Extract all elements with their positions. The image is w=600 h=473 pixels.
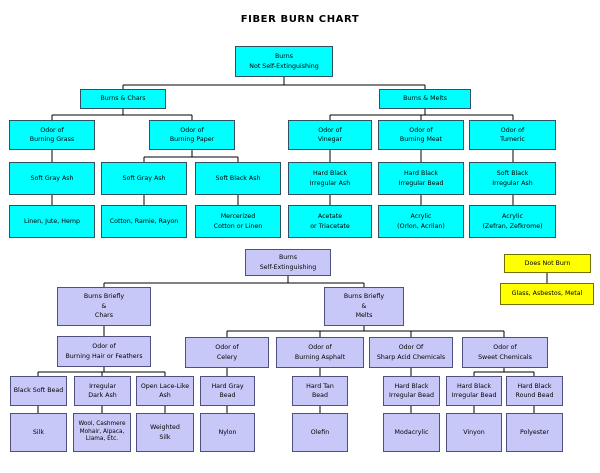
burns-melts-node: Burns & Melts [379, 89, 471, 109]
node-label: Irregular Dark Ash [88, 382, 117, 399]
node-label: Open Lace-Like Ash [140, 382, 190, 399]
node-label: Nylon [218, 428, 237, 436]
node-label: Odor of Sweet Chemicals [478, 344, 532, 361]
node-label: Soft Gray Ash [30, 174, 74, 182]
burns-self-extinguishing-node: Burns Self-Extinguishing [245, 249, 331, 276]
odor-sharp-acid-node: Odor Of Sharp Acid Chemicals [369, 337, 453, 368]
node-label: Acrylic (Orlon, Acrilan) [397, 213, 445, 230]
burns-briefly-chars-node: Burns Briefly & Chars [57, 287, 151, 326]
node-label: Soft Black Ash [215, 174, 261, 182]
fiber-modacrylic: Modacrylic [383, 413, 440, 452]
fiber-silk: Silk [10, 413, 67, 452]
chart-title: FIBER BURN CHART [240, 14, 360, 25]
odor-burning-asphalt-node: Odor of Burning Asphalt [276, 337, 364, 368]
burns-briefly-melts-node: Burns Briefly & Melts [324, 287, 404, 326]
odor-burning-hair-node: Odor of Burning Hair or Feathers [57, 336, 151, 367]
node-label: Acrylic (Zefran, Zefkrome) [482, 213, 543, 230]
node-label: Burns Self-Extinguishing [259, 254, 317, 271]
node-label: Burns & Chars [100, 95, 146, 103]
fiber-acrylic-zefran-zefkrome: Acrylic (Zefran, Zefkrome) [469, 205, 556, 238]
node-label: Mercerized Cotton or Linen [213, 213, 263, 230]
fiber-vinyon: Vinyon [446, 413, 502, 452]
node-label: Linen, Jute, Hemp [23, 217, 81, 225]
node-label: Wool, Cashmere Mohair, Alpaca, Llama, Et… [78, 420, 126, 443]
hard-black-irregular-bead-sweet-node: Hard Black Irregular Bead [446, 376, 502, 406]
fiber-glass-asbestos-metal: Glass, Asbestos, Metal [500, 283, 594, 305]
odor-sweet-chemicals-node: Odor of Sweet Chemicals [462, 337, 548, 368]
fiber-polyester: Polyester [506, 413, 563, 452]
odor-tumeric-node: Odor of Tumeric [469, 120, 556, 150]
node-label: Hard Black Irregular Ash [309, 170, 351, 187]
node-label: Odor of Burning Asphalt [294, 344, 346, 361]
fiber-olefin: Olefin [292, 413, 348, 452]
node-label: Odor of Tumeric [500, 126, 525, 143]
node-label: Soft Gray Ash [122, 174, 166, 182]
node-label: Hard Black Irregular Bead [389, 382, 434, 399]
burns-chars-node: Burns & Chars [80, 89, 166, 109]
burns-not-self-extinguishing-node: Burns Not Self-Extinguishing [235, 46, 333, 77]
node-label: Odor of Burning Grass [29, 126, 75, 143]
irregular-dark-ash-node: Irregular Dark Ash [74, 376, 131, 406]
node-label: Burns & Melts [403, 95, 447, 103]
fiber-acetate-triacetate: Acetate or Triacetate [288, 205, 372, 238]
fiber-wool-cashmere: Wool, Cashmere Mohair, Alpaca, Llama, Et… [73, 413, 131, 452]
fiber-acrylic-orlon-acrilan: Acrylic (Orlon, Acrilan) [378, 205, 464, 238]
fiber-weighted-silk: Weighted Silk [136, 413, 194, 452]
odor-burning-meat-node: Odor of Burning Meat [378, 120, 464, 150]
fiber-linen-jute-hemp: Linen, Jute, Hemp [9, 205, 95, 238]
hard-gray-bead-node: Hard Gray Bead [200, 376, 255, 406]
node-label: Soft Black Irregular Ash [492, 170, 533, 187]
hard-tan-bead-node: Hard Tan Bead [292, 376, 348, 406]
node-label: Odor of Burning Meat [399, 126, 443, 143]
fiber-mercerized-cotton-linen: Mercerized Cotton or Linen [195, 205, 281, 238]
node-label: Weighted Silk [150, 424, 180, 441]
node-label: Olefin [310, 428, 330, 436]
node-label: Hard Black Irregular Bead [451, 382, 497, 399]
node-label: Odor of Vinegar [317, 126, 343, 143]
soft-gray-ash-paper-node: Soft Gray Ash [101, 162, 187, 195]
fiber-nylon: Nylon [200, 413, 255, 452]
node-label: Odor of Burning Hair or Feathers [65, 343, 143, 360]
node-label: Vinyon [463, 428, 485, 436]
open-lace-ash-node: Open Lace-Like Ash [136, 376, 194, 406]
node-label: Burns Briefly & Chars [83, 293, 125, 320]
node-label: Burns Briefly & Melts [343, 293, 385, 320]
node-label: Hard Black Irregular Bead [398, 170, 444, 187]
node-label: Acetate or Triacetate [310, 213, 350, 230]
node-label: Hard Black Round Bead [515, 382, 554, 399]
node-label: Odor of Burning Paper [169, 126, 215, 143]
soft-gray-ash-grass-node: Soft Gray Ash [9, 162, 95, 195]
fiber-cotton-ramie-rayon: Cotton, Ramie, Rayon [101, 205, 187, 238]
does-not-burn-node: Does Not Burn [504, 254, 591, 273]
odor-celery-node: Odor of Celery [185, 337, 269, 368]
node-label: Odor of Celery [215, 344, 239, 361]
odor-burning-grass-node: Odor of Burning Grass [9, 120, 95, 150]
hard-black-irregular-bead-acid-node: Hard Black Irregular Bead [383, 376, 440, 406]
node-label: Polyester [520, 428, 549, 436]
node-label: Hard Tan Bead [306, 382, 334, 399]
black-soft-bead-node: Black Soft Bead [10, 376, 67, 406]
hard-black-round-bead-node: Hard Black Round Bead [506, 376, 563, 406]
node-label: Black Soft Bead [13, 387, 64, 395]
node-label: Burns Not Self-Extinguishing [249, 53, 319, 70]
node-label: Hard Gray Bead [211, 382, 244, 399]
soft-black-ash-node: Soft Black Ash [195, 162, 281, 195]
hard-black-irregular-ash-node: Hard Black Irregular Ash [288, 162, 372, 195]
node-label: Does Not Burn [524, 259, 571, 267]
node-label: Glass, Asbestos, Metal [511, 290, 583, 298]
node-label: Cotton, Ramie, Rayon [109, 217, 179, 225]
odor-burning-paper-node: Odor of Burning Paper [149, 120, 235, 150]
node-label: Modacrylic [394, 428, 429, 436]
node-label: Odor Of Sharp Acid Chemicals [376, 344, 446, 361]
hard-black-irregular-bead-meat-node: Hard Black Irregular Bead [378, 162, 464, 195]
node-label: Silk [32, 428, 45, 436]
soft-black-irregular-ash-node: Soft Black Irregular Ash [469, 162, 556, 195]
odor-vinegar-node: Odor of Vinegar [288, 120, 372, 150]
